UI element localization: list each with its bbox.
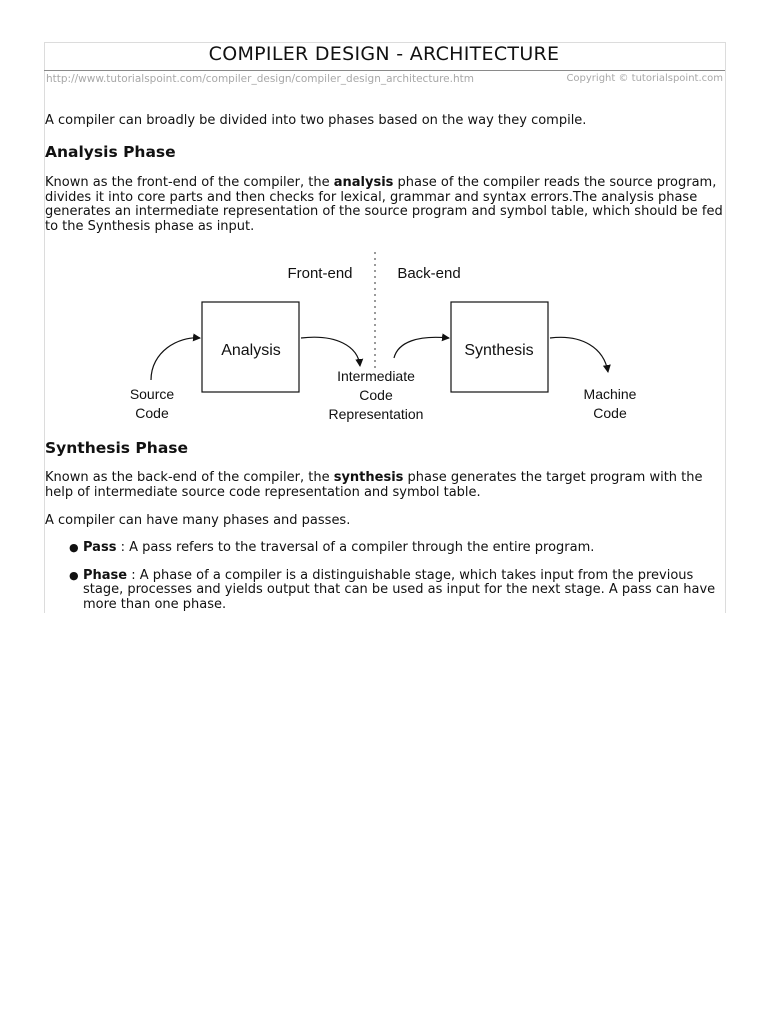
analysis-to-intermediate-arrow: [300, 336, 364, 367]
list-item-text: : A phase of a compiler is a distinguish…: [83, 567, 716, 612]
synthesis-paragraph: Known as the back-end of the compiler, t…: [45, 470, 727, 500]
phases-passes-list: ● Pass : A pass refers to the traversal o…: [45, 540, 727, 625]
compiler-architecture-diagram: Front-end Back-end Analysis Synthesis So…: [130, 252, 637, 422]
analysis-bold-term: analysis: [333, 175, 394, 190]
page-title: COMPILER DESIGN - ARCHITECTURE: [208, 43, 560, 65]
analysis-text-post: phase of the compiler reads the source p…: [45, 175, 723, 234]
list-item-pass: ● Pass : A pass refers to the traversal o…: [45, 540, 727, 556]
intro-paragraph: A compiler can broadly be divided into t…: [45, 113, 587, 128]
machine-code-label-line1: Machine: [584, 386, 637, 402]
bullet-icon: ●: [69, 541, 79, 554]
synthesis-text-post: phase generates the target program with …: [45, 470, 703, 500]
synthesis-to-machine-arrow: [549, 336, 611, 373]
analysis-paragraph: Known as the front-end of the compiler, …: [45, 175, 727, 234]
page-frame: [44, 42, 726, 613]
source-to-analysis-arrow: [150, 333, 201, 381]
back-end-label: Back-end: [397, 265, 460, 282]
list-item-phase: ● Phase : A phase of a compiler is a dist…: [45, 567, 727, 613]
bullet-icon: ●: [69, 568, 79, 582]
intermediate-label-line2: Code: [359, 387, 393, 403]
machine-code-label-line2: Code: [593, 405, 627, 421]
intermediate-label-line3: Representation: [329, 406, 424, 422]
list-item-term: Phase: [83, 567, 128, 583]
synthesis-box: [450, 301, 549, 393]
analysis-heading: Analysis Phase: [45, 143, 176, 161]
intermediate-to-synthesis-arrow: [393, 333, 450, 359]
synthesis-heading: Synthesis Phase: [45, 439, 189, 457]
synthesis-bold-term: synthesis: [333, 470, 404, 485]
source-code-label-line2: Code: [135, 405, 169, 421]
source-code-label-line1: Source: [130, 386, 175, 402]
list-item-text: : A pass refers to the traversal of a co…: [116, 540, 595, 555]
intermediate-label-line1: Intermediate: [337, 368, 415, 384]
title-divider: [44, 70, 725, 71]
front-end-label: Front-end: [287, 265, 352, 282]
synthesis-box-label: Synthesis: [464, 342, 533, 359]
analysis-box-label: Analysis: [221, 342, 281, 359]
analysis-box: [201, 301, 300, 393]
analysis-text-pre: Known as the front-end of the compiler, …: [45, 175, 334, 190]
list-item-term: Pass: [83, 540, 117, 555]
synthesis-text-pre: Known as the back-end of the compiler, t…: [45, 470, 334, 485]
copyright-notice: Copyright © tutorialspoint.com: [566, 73, 723, 84]
phases-intro-paragraph: A compiler can have many phases and pass…: [45, 513, 351, 528]
source-url[interactable]: http://www.tutorialspoint.com/compiler_d…: [46, 73, 474, 85]
